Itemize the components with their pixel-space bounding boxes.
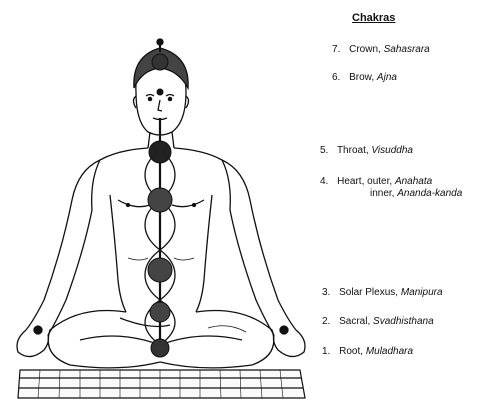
- legend-item-name: Root,: [339, 346, 363, 357]
- legend-item-name: Throat,: [337, 145, 369, 156]
- legend-item-crown: 7. Crown, Sahasrara: [332, 44, 430, 56]
- legend-item-name: Solar Plexus,: [339, 287, 398, 298]
- legend-item-number: 5.: [320, 145, 328, 156]
- meditation-base: [18, 370, 305, 398]
- root-chakra-icon: [151, 339, 169, 357]
- legend-item-sanskrit: Manipura: [401, 287, 443, 298]
- crown-chakra-icon: [152, 54, 168, 70]
- legend-item-sanskrit-inner: Ananda-kanda: [397, 188, 462, 199]
- legend-item-number: 4.: [320, 176, 328, 187]
- legend-item-number: 7.: [332, 44, 340, 55]
- legend-item-name: Brow,: [349, 72, 374, 83]
- legend-item-name: Sacral,: [339, 316, 370, 327]
- legend-item-number: 2.: [322, 316, 330, 327]
- legend-item-name: Crown,: [349, 44, 381, 55]
- legend-item-sanskrit: Visuddha: [371, 145, 413, 156]
- legend-item-name: Heart, outer,: [337, 176, 392, 187]
- legend-item-brow: 6. Brow, Ajna: [332, 72, 397, 84]
- legend-item-sacral: 2. Sacral, Svadhisthana: [322, 316, 434, 328]
- heart-chakra-icon: [148, 188, 172, 212]
- throat-chakra-icon: [149, 141, 171, 163]
- legend-item-number: 1.: [322, 346, 330, 357]
- legend-item-sanskrit: Ajna: [377, 72, 397, 83]
- solar-plexus-chakra-icon: [148, 258, 172, 282]
- legend-item-number: 3.: [322, 287, 330, 298]
- legend-item-heart: 4. Heart, outer, Anahata inner, Ananda-k…: [320, 176, 462, 200]
- legend-item-sanskrit: Svadhisthana: [373, 316, 434, 327]
- sacral-chakra-icon: [150, 302, 170, 322]
- brow-chakra-icon: [157, 89, 163, 95]
- legend-item-number: 6.: [332, 72, 340, 83]
- legend-item-sanskrit: Muladhara: [366, 346, 413, 357]
- legend-item-root: 1. Root, Muladhara: [322, 346, 413, 358]
- legend-item-sanskrit: Sahasrara: [384, 44, 430, 55]
- legend-title: Chakras: [352, 12, 395, 24]
- legend-item-solar-plexus: 3. Solar Plexus, Manipura: [322, 287, 443, 299]
- legend-item-name-inner: inner,: [370, 188, 394, 199]
- legend-item-sanskrit: Anahata: [395, 176, 432, 187]
- legend-item-heart-inner: inner, Ananda-kanda: [320, 188, 462, 200]
- legend-item-throat: 5. Throat, Visuddha: [320, 145, 413, 157]
